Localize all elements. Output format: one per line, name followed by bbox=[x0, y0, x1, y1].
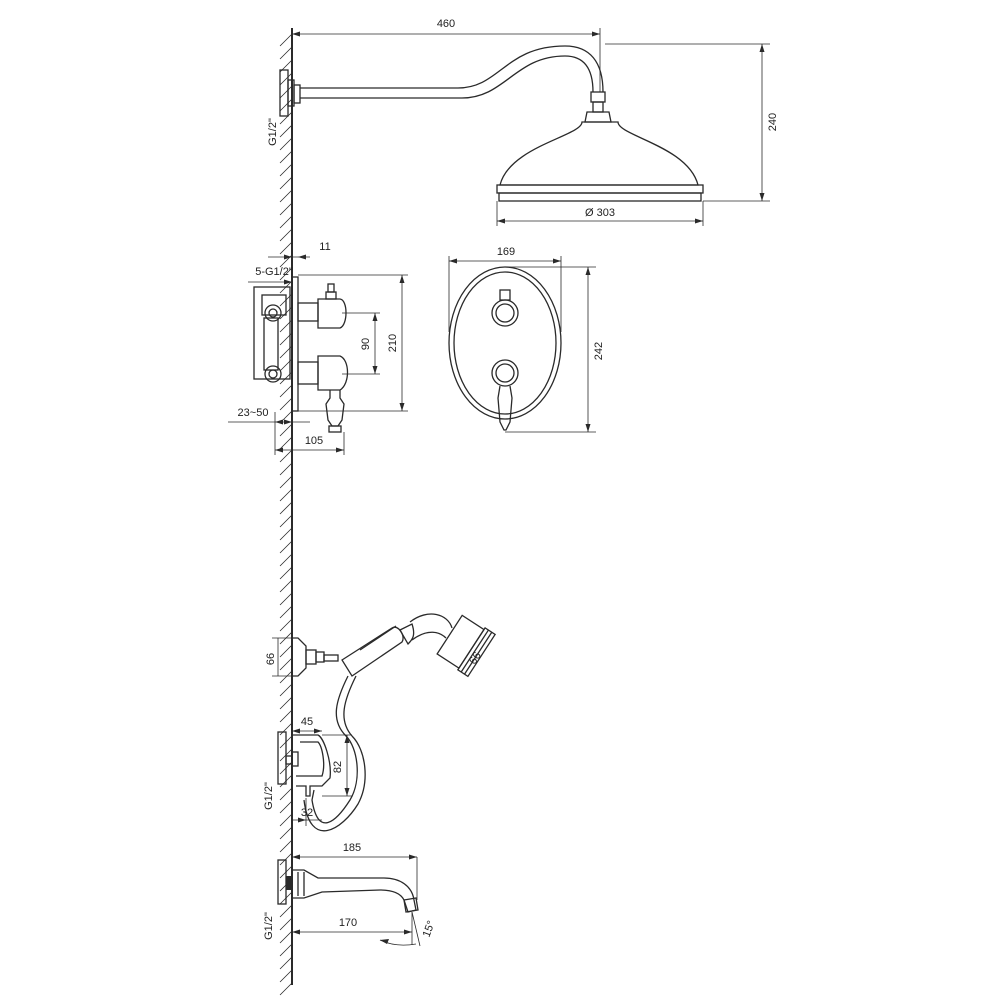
wall-hatch-line bbox=[279, 917, 293, 931]
wall-hatch-line bbox=[279, 436, 293, 450]
wall-hatch-line bbox=[279, 462, 293, 476]
overhead-height: 240 bbox=[767, 113, 779, 131]
wall-hatch-line bbox=[279, 787, 293, 801]
wall-hatch-line bbox=[279, 943, 293, 957]
wall-hatch-line bbox=[279, 852, 293, 866]
spout-length: 185 bbox=[343, 842, 361, 854]
wall-hatch-line bbox=[279, 592, 293, 606]
wall-hatch-line bbox=[279, 553, 293, 567]
wall-hatch-line bbox=[279, 956, 293, 970]
wall-hatch-line bbox=[279, 579, 293, 593]
mixer-front-dimensions: 169 242 bbox=[448, 246, 605, 433]
wall-hatch-line bbox=[279, 826, 293, 840]
plate-depth: 11 bbox=[319, 241, 330, 253]
wall-hatch-line bbox=[279, 618, 293, 632]
outlets-thread: 5-G1/2" bbox=[255, 266, 293, 278]
wall-hatch-line bbox=[279, 605, 293, 619]
mixer-front-view bbox=[448, 266, 562, 431]
mixer-projection: 105 bbox=[305, 435, 323, 447]
mixer-side-dimensions: 11 5-G1/2" 90 210 23~50 105 bbox=[228, 241, 408, 455]
wall-hatch-line bbox=[279, 488, 293, 502]
wall-hatch-line bbox=[279, 969, 293, 983]
bath-spout-dimensions: 185 170 15° G1/2" bbox=[263, 842, 438, 947]
wall-hatch-line bbox=[279, 150, 293, 164]
wall-hatch-line bbox=[279, 124, 293, 138]
overhead-thread: G1/2" bbox=[267, 118, 279, 146]
wall-outlet-dimensions: 45 82 32 G1/2" bbox=[263, 716, 352, 826]
front-width: 169 bbox=[497, 246, 515, 258]
wall-hatch-line bbox=[279, 657, 293, 671]
front-height: 242 bbox=[593, 342, 605, 360]
overhead-shower bbox=[279, 45, 704, 202]
spout-angle: 15° bbox=[421, 919, 438, 939]
overhead-dimensions: 460 240 Ø 303 G1/2" bbox=[267, 18, 779, 226]
wall-hatch-line bbox=[279, 163, 293, 177]
hand-shower bbox=[292, 613, 497, 832]
wall-hatch-line bbox=[279, 839, 293, 853]
wall-hatch-line bbox=[279, 514, 293, 528]
wall-hatch-line bbox=[279, 709, 293, 723]
wall-hatch-line bbox=[279, 189, 293, 203]
wall-hatch-line bbox=[279, 137, 293, 151]
wall-hatch-line bbox=[279, 98, 293, 112]
head-diameter: Ø 303 bbox=[585, 207, 615, 219]
wall-hatch-line bbox=[279, 800, 293, 814]
wall-hatch-line bbox=[279, 72, 293, 86]
spout-thread: G1/2" bbox=[263, 912, 275, 940]
spout-reach: 170 bbox=[339, 917, 357, 929]
wall-hatch-line bbox=[279, 813, 293, 827]
wall-hatch-line bbox=[279, 501, 293, 515]
wall-hatch-line bbox=[279, 527, 293, 541]
mixer-side-view bbox=[253, 276, 349, 433]
wall-hatch-line bbox=[279, 202, 293, 216]
knob-spacing: 90 bbox=[360, 338, 372, 350]
overhead-arm-length: 460 bbox=[437, 18, 455, 30]
hand-head-diameter: 66 bbox=[467, 650, 484, 667]
wall-hatch-line bbox=[279, 449, 293, 463]
wall-hatch-line bbox=[279, 384, 293, 398]
wall-hatch-line bbox=[279, 85, 293, 99]
wall-hatch-line bbox=[279, 644, 293, 658]
mixer-height: 210 bbox=[387, 334, 399, 352]
wall-hatch-line bbox=[279, 215, 293, 229]
outlet-projection: 45 bbox=[301, 716, 313, 728]
wall-hatch-line bbox=[279, 982, 293, 996]
hand-shower-dimensions: 66 66 bbox=[265, 637, 484, 677]
wall-hatch-line bbox=[279, 228, 293, 242]
wall-hatch-line bbox=[279, 540, 293, 554]
wall-hatch-line bbox=[279, 267, 293, 281]
outlet-base: 32 bbox=[301, 807, 313, 819]
wall-hatch-line bbox=[279, 683, 293, 697]
holder-height: 66 bbox=[265, 653, 277, 665]
wall-hatch-line bbox=[279, 904, 293, 918]
wall bbox=[279, 28, 293, 996]
wall-hatch-line bbox=[279, 176, 293, 190]
outlet-height: 82 bbox=[332, 761, 344, 773]
wall-hatch-line bbox=[279, 670, 293, 684]
wall-hatch-line bbox=[279, 475, 293, 489]
outlet-thread: G1/2" bbox=[263, 782, 275, 810]
wall-outlet bbox=[277, 731, 331, 797]
wall-hatch-line bbox=[279, 566, 293, 580]
wall-hatch-line bbox=[279, 241, 293, 255]
install-depth: 23~50 bbox=[238, 407, 269, 419]
wall-hatch-line bbox=[279, 33, 293, 47]
wall-hatch-line bbox=[279, 423, 293, 437]
wall-hatch-line bbox=[279, 46, 293, 60]
bath-spout bbox=[277, 859, 419, 913]
wall-hatch-line bbox=[279, 111, 293, 125]
wall-hatch-line bbox=[279, 722, 293, 736]
wall-hatch-line bbox=[279, 696, 293, 710]
wall-hatch-line bbox=[279, 397, 293, 411]
wall-hatch-line bbox=[279, 930, 293, 944]
